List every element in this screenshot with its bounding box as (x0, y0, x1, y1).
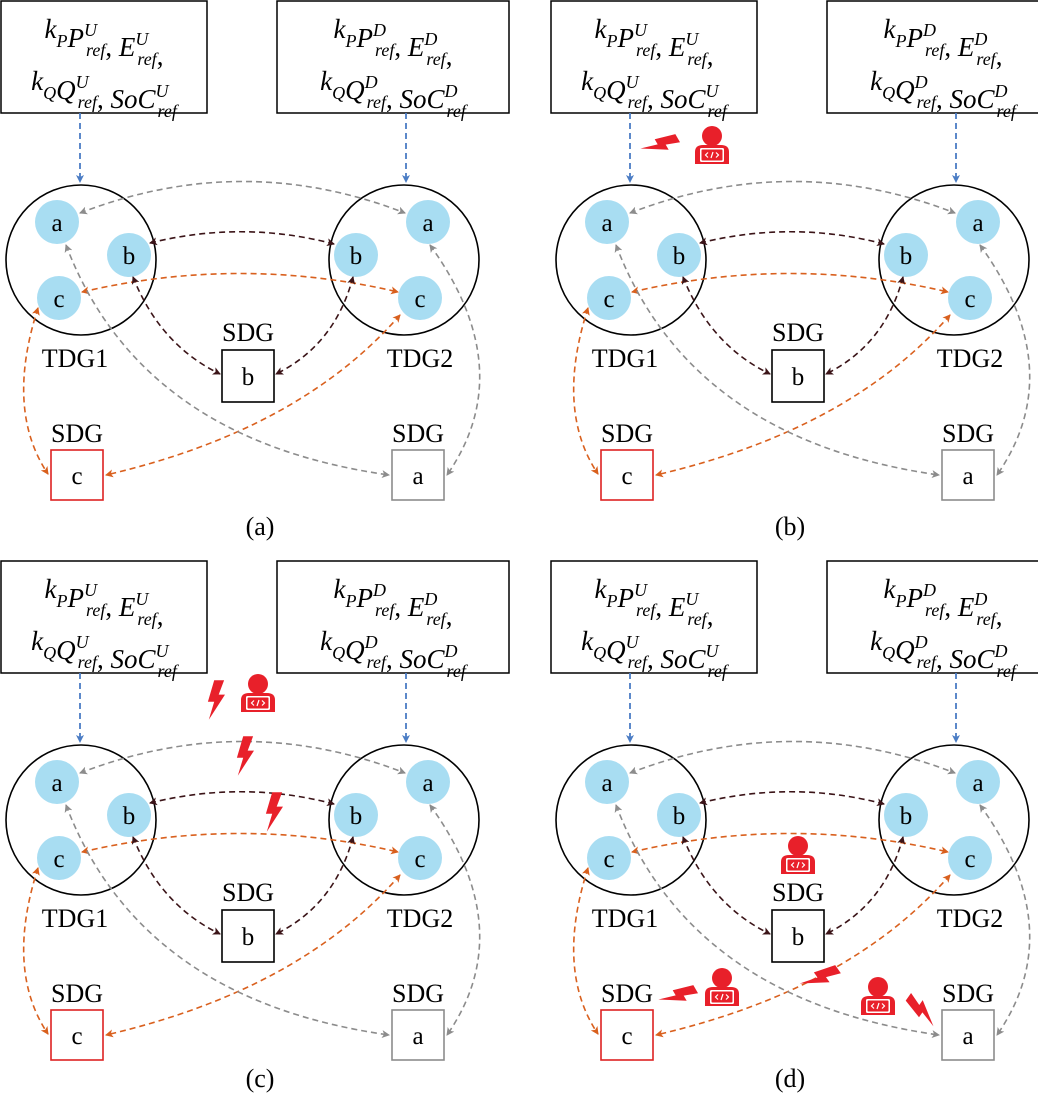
hacker-laptop-icon (860, 976, 896, 1016)
caption-c: (c) (246, 1064, 275, 1093)
lightning-bolt-icon (265, 792, 283, 832)
lightning-bolt-icon (657, 980, 699, 1013)
panel-a: (a) (1, 1, 509, 541)
hacker-laptop-icon (704, 967, 740, 1007)
panel-b: (b) (551, 1, 1038, 541)
caption-a: (a) (246, 512, 275, 541)
caption-b: (b) (775, 512, 805, 541)
hacker-laptop-icon (780, 835, 816, 875)
panel-d: (d) (551, 561, 1038, 1093)
hacker-laptop-icon (240, 673, 276, 713)
hacker-laptop-icon (694, 125, 730, 165)
lightning-bolt-icon (639, 129, 681, 162)
caption-d: (d) (775, 1064, 805, 1093)
lightning-bolt-icon (902, 992, 943, 1027)
lightning-bolt-icon (799, 960, 842, 997)
panel-c: (c) (1, 561, 509, 1093)
lightning-bolt-icon (207, 680, 225, 720)
